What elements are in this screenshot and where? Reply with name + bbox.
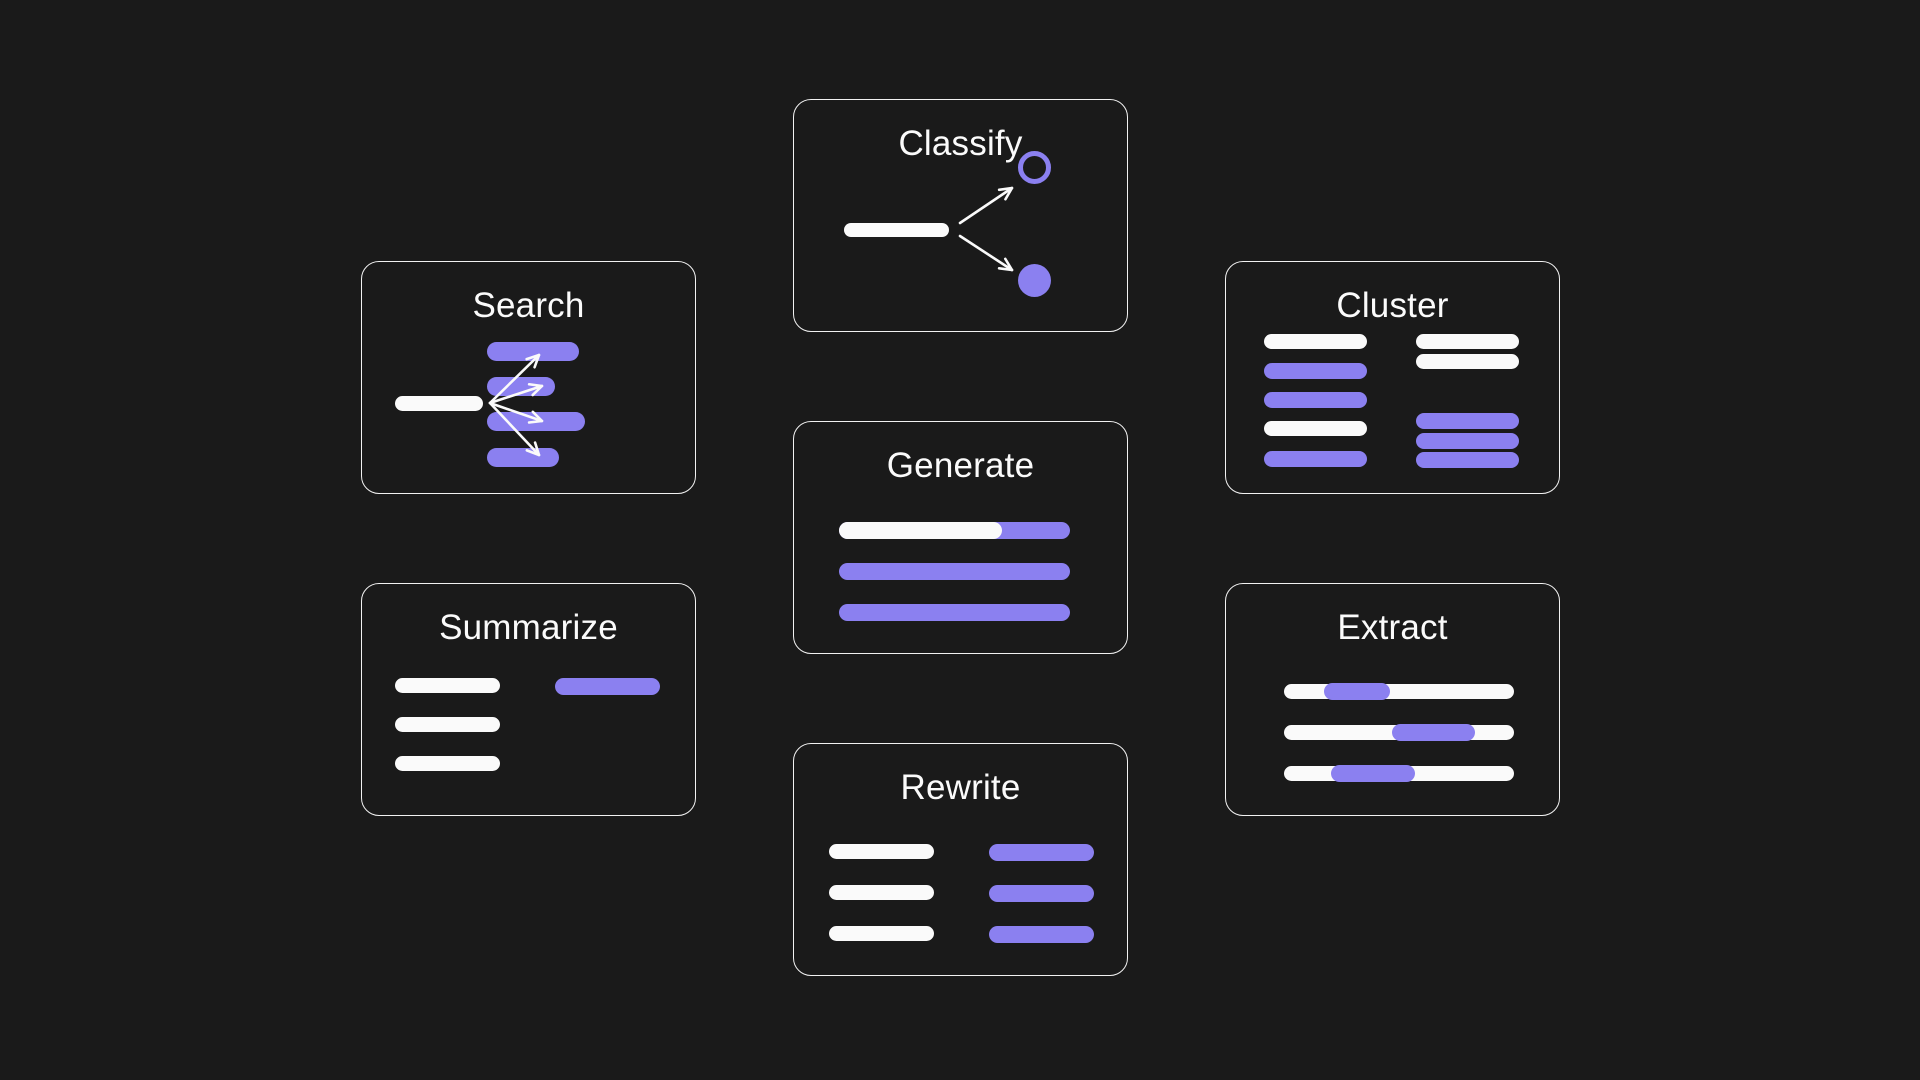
card-title-cluster: Cluster (1336, 286, 1449, 325)
card-title-classify: Classify (898, 124, 1023, 163)
search-result-bar-2 (487, 377, 555, 396)
classify-input-bar (844, 223, 949, 237)
arrow-icon-1 (958, 186, 1014, 225)
card-extract[interactable]: Extract (1225, 583, 1560, 816)
generate-completion-bar-3 (839, 604, 1070, 621)
card-title-summarize: Summarize (439, 608, 618, 647)
cluster-bar-c1-4 (1264, 421, 1367, 436)
cluster-bar-c2-2 (1416, 354, 1519, 369)
card-summarize[interactable]: Summarize (361, 583, 696, 816)
card-generate[interactable]: Generate (793, 421, 1128, 654)
card-search[interactable]: Search (361, 261, 696, 494)
search-result-bar-3 (487, 412, 585, 431)
cluster-bar-c2-3 (1416, 413, 1519, 429)
card-rewrite[interactable]: Rewrite (793, 743, 1128, 976)
card-classify[interactable]: Classify (793, 99, 1128, 332)
search-query-bar (395, 396, 483, 411)
rewrite-original-bar-2 (829, 885, 934, 900)
card-title-extract: Extract (1337, 608, 1448, 647)
cluster-bar-c1-5 (1264, 451, 1367, 467)
arrow-icon-2 (958, 234, 1014, 272)
cluster-bar-c1-3 (1264, 392, 1367, 408)
circle-filled-icon (1018, 264, 1051, 297)
summarize-source-bar-3 (395, 756, 500, 771)
rewrite-revised-bar-2 (989, 885, 1094, 902)
circle-outline-icon (1018, 151, 1051, 184)
generate-prompt-bar-1 (839, 522, 1002, 539)
cluster-bar-c1-2 (1264, 363, 1367, 379)
card-title-search: Search (472, 286, 585, 325)
extract-highlight-3 (1331, 765, 1415, 782)
rewrite-original-bar-3 (829, 926, 934, 941)
search-result-bar-1 (487, 342, 579, 361)
extract-highlight-2 (1392, 724, 1475, 741)
rewrite-revised-bar-3 (989, 926, 1094, 943)
rewrite-original-bar-1 (829, 844, 934, 859)
cluster-bar-c1-1 (1264, 334, 1367, 349)
card-title-rewrite: Rewrite (900, 768, 1021, 807)
cluster-bar-c2-1 (1416, 334, 1519, 349)
summarize-source-bar-2 (395, 717, 500, 732)
cluster-bar-c2-4 (1416, 433, 1519, 449)
generate-completion-bar-2 (839, 563, 1070, 580)
summarize-output-bar-1 (555, 678, 660, 695)
summarize-source-bar-1 (395, 678, 500, 693)
cluster-bar-c2-5 (1416, 452, 1519, 468)
extract-text-bar-1 (1284, 684, 1514, 699)
extract-highlight-1 (1324, 683, 1390, 700)
rewrite-revised-bar-1 (989, 844, 1094, 861)
search-result-bar-4 (487, 448, 559, 467)
card-cluster[interactable]: Cluster (1225, 261, 1560, 494)
card-title-generate: Generate (886, 446, 1035, 485)
